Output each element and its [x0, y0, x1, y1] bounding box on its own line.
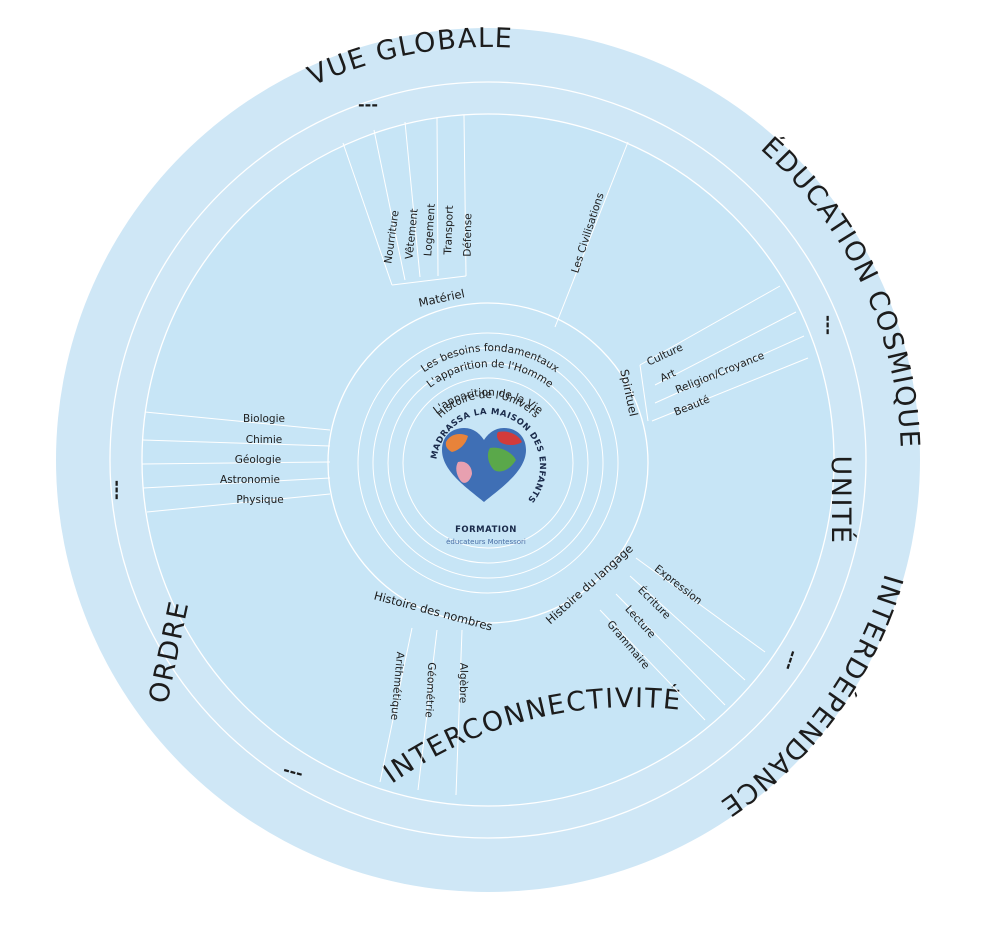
logo-subtitle: éducateurs Montessori: [446, 538, 526, 546]
langage-branch: [599, 557, 766, 721]
materiel-item-4: Transport: [442, 205, 456, 256]
nombres-item-3: Algèbre: [457, 663, 470, 704]
heart-globe-icon: [442, 428, 526, 502]
separator-left: ---: [108, 480, 127, 500]
outer-ring-border: [109, 81, 867, 839]
materiel-item-5: Défense: [462, 213, 475, 256]
nombres-branch: [379, 627, 463, 796]
center-ring-1: [402, 377, 574, 549]
spirituel-branch: [639, 285, 809, 422]
sciences-item-2: Chimie: [246, 434, 283, 446]
civilisations-line: [554, 141, 629, 328]
materiel-branch: [342, 114, 467, 286]
separator-bottom-left: ---: [281, 760, 305, 784]
separator-right-top: ---: [819, 315, 838, 335]
sciences-item-5: Physique: [236, 494, 283, 506]
logo-formation: FORMATION: [455, 525, 517, 535]
materiel-item-3: Logement: [422, 203, 438, 256]
sciences-item-1: Biologie: [243, 413, 285, 425]
center-ring-5: [327, 302, 649, 624]
spirituel-item-2: Art: [658, 367, 677, 384]
separator-top: ---: [358, 95, 378, 114]
sciences-item-4: Astronomie: [220, 474, 280, 486]
center-ring-2: [387, 362, 589, 564]
label-unite: UNITÉ: [825, 456, 857, 545]
center-ring-4: [357, 332, 619, 594]
materiel-item-2: Vêtement: [403, 208, 420, 260]
nombres-item-1: Arithmétique: [388, 651, 406, 720]
sciences-item-3: Géologie: [235, 454, 281, 466]
nombres-item-2: Géométrie: [423, 662, 438, 718]
sciences-branch: [141, 411, 331, 513]
center-ring-3: [372, 347, 604, 579]
